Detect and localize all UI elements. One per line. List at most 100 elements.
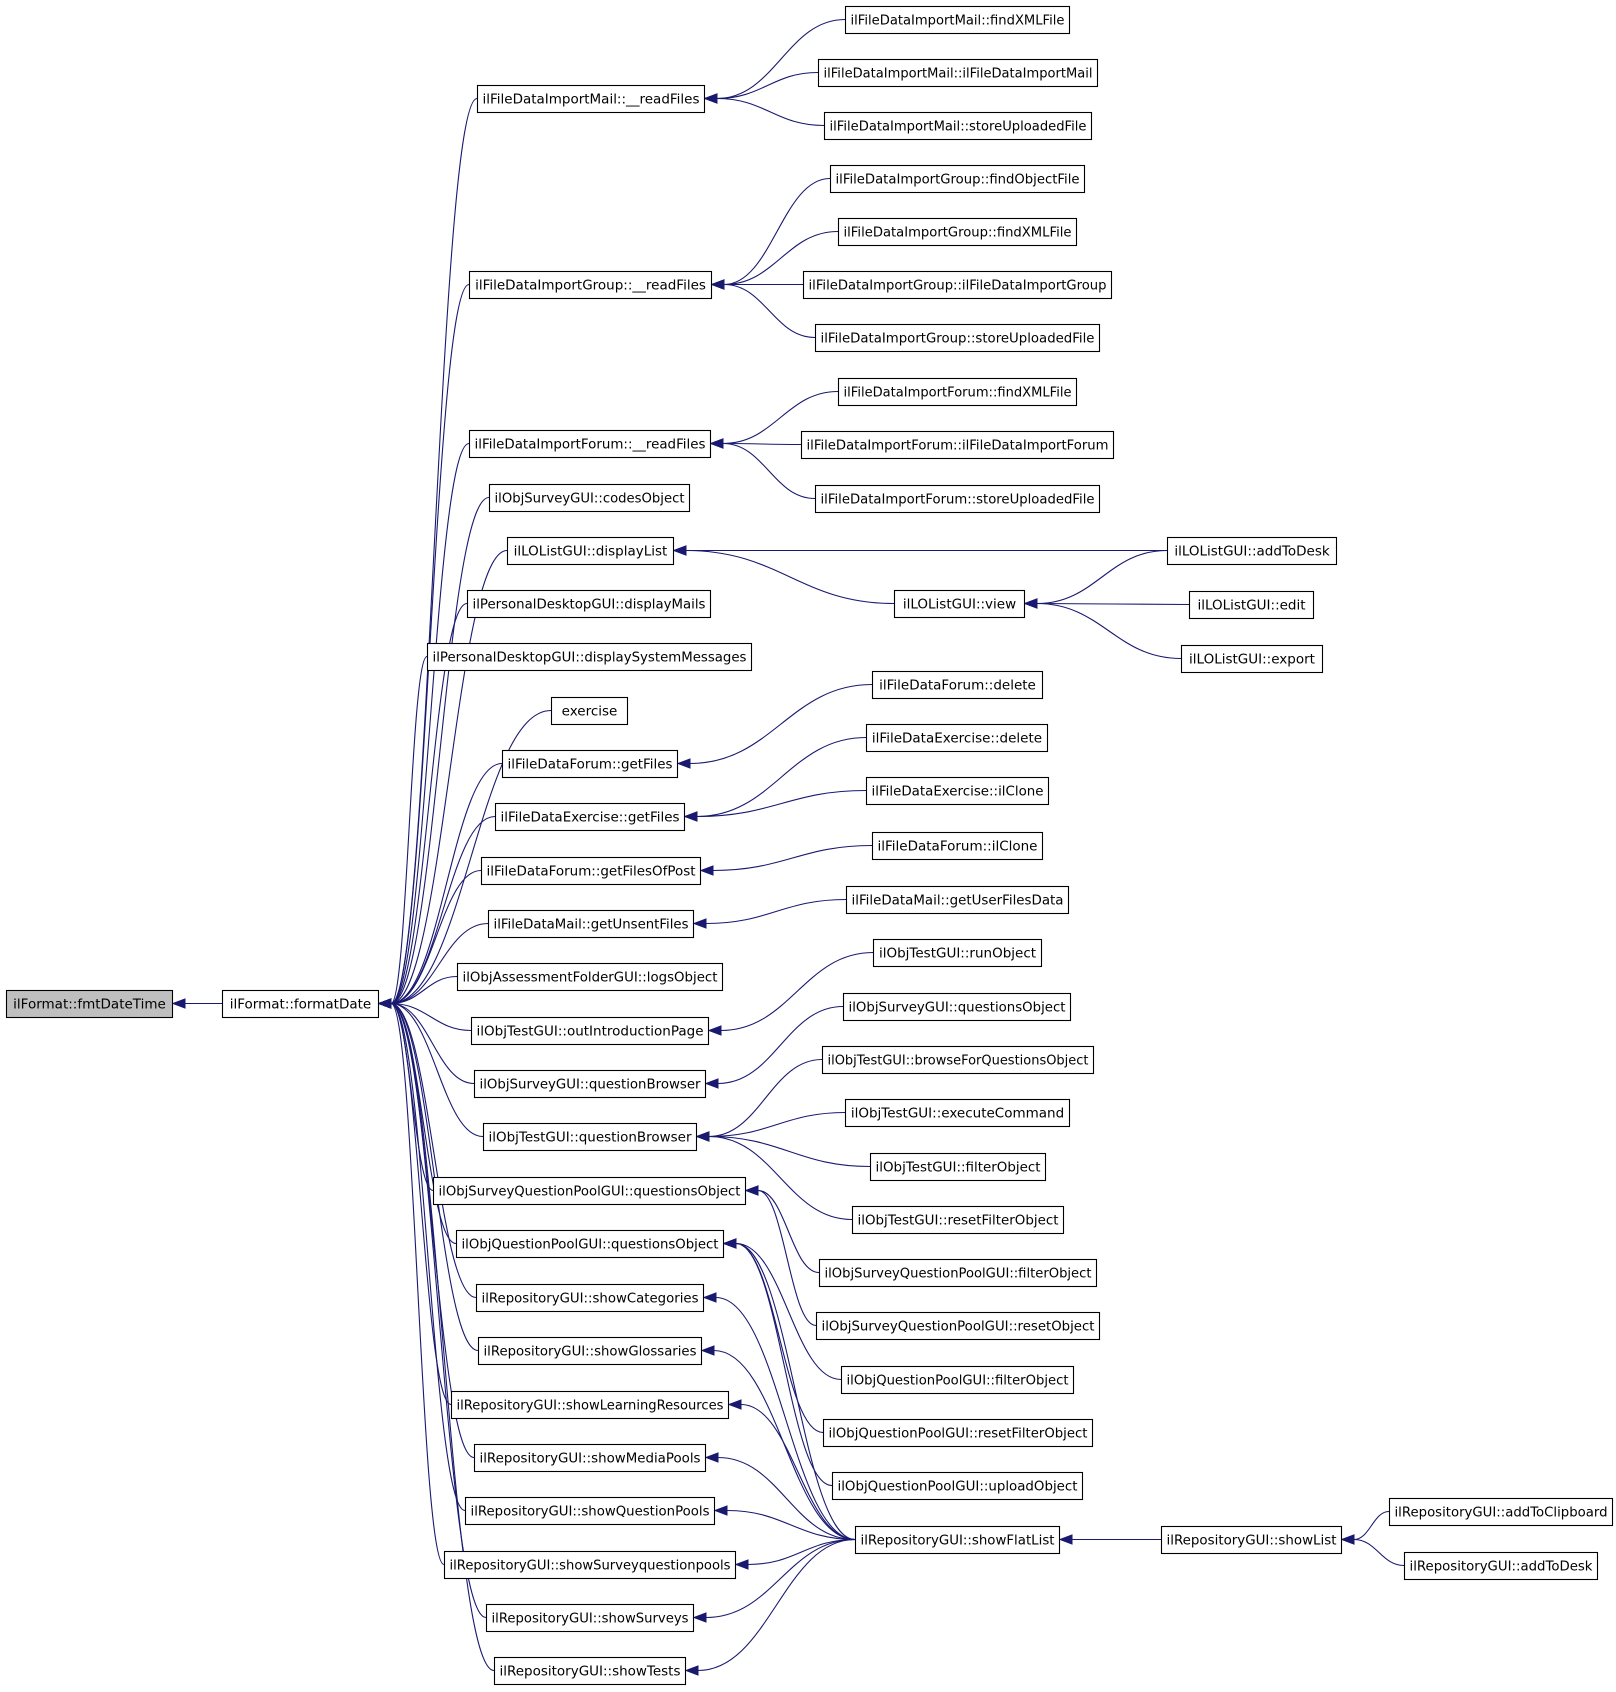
node-label: ilRepositoryGUI::showTests [500, 1664, 681, 1680]
node-sqp-questions-object[interactable]: ilObjSurveyQuestionPoolGUI::questionsObj… [432, 1176, 747, 1206]
node-show-list[interactable]: ilRepositoryGUI::showList [1160, 1525, 1343, 1555]
node-show-flat-list[interactable]: ilRepositoryGUI::showFlatList [854, 1525, 1061, 1555]
call-edge [708, 1058, 823, 1138]
node-sqp-filter-object[interactable]: ilObjSurveyQuestionPoolGUI::filterObject [818, 1258, 1098, 1288]
node-label: ilFileDataImportGroup::ilFileDataImportG… [809, 278, 1107, 294]
node-group-ctor[interactable]: ilFileDataImportGroup::ilFileDataImportG… [802, 270, 1113, 300]
arrowhead [377, 998, 392, 1009]
node-qp-questions-object[interactable]: ilObjQuestionPoolGUI::questionsObject [455, 1229, 725, 1259]
node-get-files-of-post[interactable]: ilFileDataForum::getFilesOfPost [480, 856, 702, 886]
node-label: ilFileDataForum::getFiles [508, 757, 673, 773]
node-show-media-pools[interactable]: ilRepositoryGUI::showMediaPools [473, 1443, 707, 1473]
node-forum-store[interactable]: ilFileDataImportForum::storeUploadedFile [814, 484, 1101, 514]
node-label: ilRepositoryGUI::showMediaPools [480, 1451, 701, 1467]
node-lo-view[interactable]: ilLOListGUI::view [893, 589, 1026, 619]
node-run-object[interactable]: ilObjTestGUI::runObject [872, 938, 1043, 968]
node-sqp-reset-object[interactable]: ilObjSurveyQuestionPoolGUI::resetObject [815, 1311, 1101, 1341]
arrowhead [700, 1345, 715, 1356]
node-box [455, 1229, 725, 1259]
node-forum-ctor[interactable]: ilFileDataImportForum::ilFileDataImportF… [800, 430, 1115, 460]
node-group-read-files[interactable]: ilFileDataImportGroup::__readFiles [468, 270, 713, 300]
node-display-mails[interactable]: ilPersonalDesktopGUI::displayMails [466, 589, 712, 619]
call-edge [722, 390, 839, 445]
node-qp-filter-object[interactable]: ilObjQuestionPoolGUI::filterObject [840, 1365, 1075, 1395]
node-browse-for-questions-object[interactable]: ilObjTestGUI::browseForQuestionsObject [821, 1045, 1095, 1075]
node-format-date[interactable]: ilFormat::formatDate [221, 989, 380, 1019]
call-edge [717, 1456, 856, 1541]
node-label: ilRepositoryGUI::showCategories [482, 1291, 699, 1307]
node-label: ilLOListGUI::displayList [514, 544, 668, 560]
node-qp-reset-filter-object[interactable]: ilObjQuestionPoolGUI::resetFilterObject [822, 1418, 1094, 1448]
node-box [869, 1152, 1047, 1182]
call-edge [390, 1002, 472, 1032]
node-mail-store[interactable]: ilFileDataImportMail::storeUploadedFile [823, 111, 1093, 141]
node-box [487, 909, 695, 939]
arrowhead [722, 1238, 737, 1249]
node-show-surveyquestionpools[interactable]: ilRepositoryGUI::showSurveyquestionpools [443, 1550, 737, 1580]
node-label: ilFileDataExercise::ilClone [872, 784, 1044, 800]
node-display-system-messages[interactable]: ilPersonalDesktopGUI::displaySystemMessa… [426, 642, 753, 672]
node-survey-question-browser[interactable]: ilObjSurveyGUI::questionBrowser [473, 1069, 707, 1099]
node-mail-find-xml[interactable]: ilFileDataImportMail::findXMLFile [844, 5, 1071, 35]
node-box [840, 1365, 1075, 1395]
node-exercise-delete[interactable]: ilFileDataExercise::delete [865, 723, 1049, 753]
node-reset-filter-object[interactable]: ilObjTestGUI::resetFilterObject [851, 1205, 1065, 1235]
node-add-to-clipboard[interactable]: ilRepositoryGUI::addToClipboard [1388, 1497, 1614, 1527]
node-lo-edit[interactable]: ilLOListGUI::edit [1188, 590, 1315, 620]
node-logs-object[interactable]: ilObjAssessmentFolderGUI::logsObject [456, 962, 724, 992]
node-mail-ctor[interactable]: ilFileDataImportMail::ilFileDataImportMa… [817, 58, 1099, 88]
node-label: ilFileDataImportForum::ilFileDataImportF… [807, 438, 1109, 454]
node-show-tests[interactable]: ilRepositoryGUI::showTests [493, 1656, 687, 1686]
call-edge [723, 283, 816, 339]
node-group-find-object[interactable]: ilFileDataImportGroup::findObjectFile [829, 164, 1086, 194]
node-display-list[interactable]: ilLOListGUI::displayList [506, 536, 675, 566]
node-forum-delete[interactable]: ilFileDataForum::delete [871, 670, 1044, 700]
node-lo-add-to-desk[interactable]: ilLOListGUI::addToDesk [1166, 536, 1338, 566]
call-edge [390, 1002, 477, 1299]
node-forum-find-xml[interactable]: ilFileDataImportForum::findXMLFile [837, 377, 1078, 407]
node-group-find-xml[interactable]: ilFileDataImportGroup::findXMLFile [837, 217, 1078, 247]
node-forum-read-files[interactable]: ilFileDataImportForum::__readFiles [468, 429, 712, 459]
node-get-user-files-data[interactable]: ilFileDataMail::getUserFilesData [845, 885, 1070, 915]
call-edge [757, 1189, 820, 1274]
node-label: ilFileDataForum::delete [879, 678, 1036, 694]
node-exercise-clone[interactable]: ilFileDataExercise::ilClone [865, 776, 1050, 806]
call-edge [1036, 602, 1190, 606]
node-mail-read-files[interactable]: ilFileDataImportMail::__readFiles [476, 84, 706, 114]
node-forum-get-files[interactable]: ilFileDataForum::getFiles [501, 749, 679, 779]
node-exercise[interactable]: exercise [550, 696, 629, 726]
node-show-question-pools[interactable]: ilRepositoryGUI::showQuestionPools [464, 1496, 716, 1526]
call-edge [390, 1002, 445, 1566]
node-label: ilObjSurveyGUI::questionBrowser [480, 1077, 701, 1093]
node-box [476, 84, 706, 114]
node-forum-clone[interactable]: ilFileDataForum::ilClone [871, 831, 1044, 861]
arrowhead [702, 1292, 717, 1303]
node-survey-questions-object[interactable]: ilObjSurveyGUI::questionsObject [842, 992, 1072, 1022]
node-show-surveys[interactable]: ilRepositoryGUI::showSurveys [485, 1603, 695, 1633]
node-out-introduction-page[interactable]: ilObjTestGUI::outIntroductionPage [470, 1016, 710, 1046]
node-show-glossaries[interactable]: ilRepositoryGUI::showGlossaries [477, 1336, 703, 1366]
node-box [844, 1098, 1071, 1128]
node-show-learning-resources[interactable]: ilRepositoryGUI::showLearningResources [450, 1390, 730, 1420]
node-get-unsent-files[interactable]: ilFileDataMail::getUnsentFiles [487, 909, 695, 939]
arrowhead [171, 998, 186, 1009]
node-box [473, 1069, 707, 1099]
node-execute-command[interactable]: ilObjTestGUI::executeCommand [844, 1098, 1071, 1128]
node-test-filter-object[interactable]: ilObjTestGUI::filterObject [869, 1152, 1047, 1182]
node-test-question-browser[interactable]: ilObjTestGUI::questionBrowser [482, 1122, 698, 1152]
node-box [480, 856, 702, 886]
arrowhead [676, 758, 691, 769]
node-label: ilFileDataMail::getUserFilesData [852, 893, 1064, 909]
node-codes-object[interactable]: ilObjSurveyGUI::codesObject [488, 483, 691, 513]
node-repo-add-to-desk[interactable]: ilRepositoryGUI::addToDesk [1403, 1551, 1599, 1581]
node-box [823, 111, 1093, 141]
node-lo-export[interactable]: ilLOListGUI::export [1180, 644, 1324, 674]
call-edge [390, 549, 508, 1005]
node-label: ilFileDataImportMail::storeUploadedFile [830, 119, 1087, 135]
node-qp-upload-object[interactable]: ilObjQuestionPoolGUI::uploadObject [831, 1471, 1084, 1501]
node-show-categories[interactable]: ilRepositoryGUI::showCategories [475, 1283, 705, 1313]
node-exercise-get-files[interactable]: ilFileDataExercise::getFiles [494, 802, 686, 832]
call-edge [390, 1002, 495, 1672]
node-fmt-date-time[interactable]: ilFormat::fmtDateTime [5, 989, 174, 1019]
node-group-store[interactable]: ilFileDataImportGroup::storeUploadedFile [814, 323, 1101, 353]
